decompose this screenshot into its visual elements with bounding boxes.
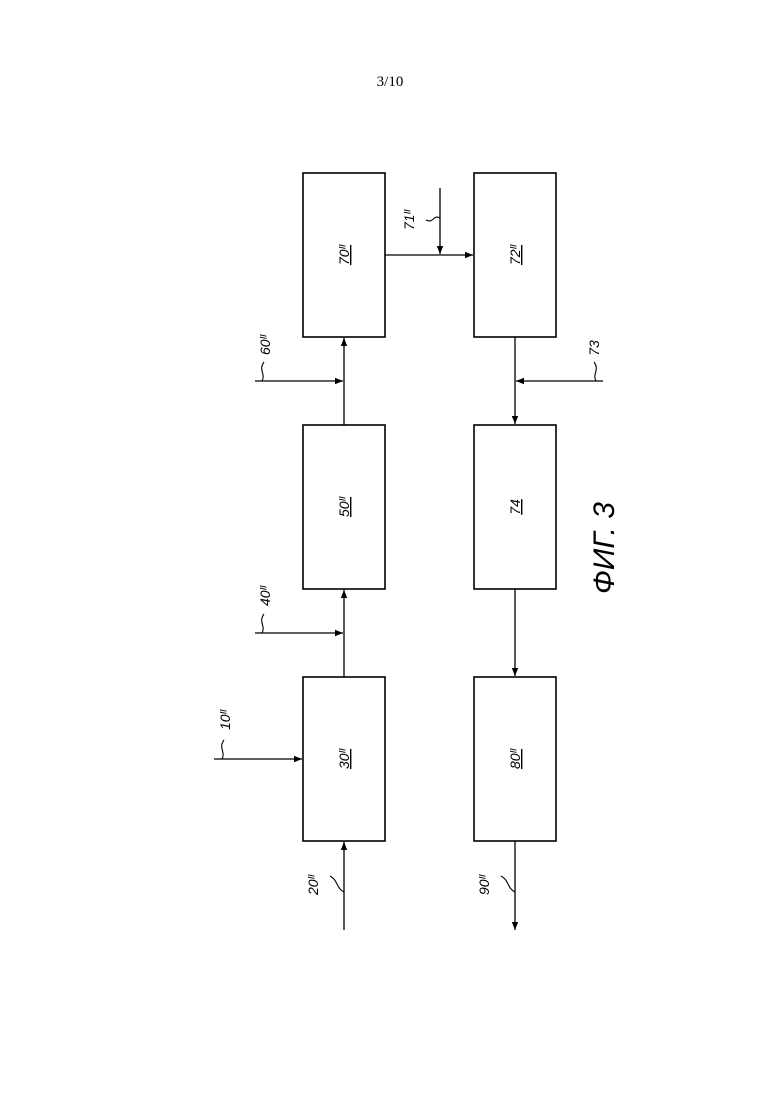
stream-90-leader [501,876,515,892]
stream-40-label: 40ᴵᴵ [257,585,273,606]
stream-10-leader [222,740,224,759]
block-80-label: 80ᴵᴵ [507,748,523,769]
stream-10-label: 10ᴵᴵ [217,709,233,730]
stream-60-label: 60ᴵᴵ [257,334,273,355]
stream-71-leader [426,217,440,221]
stream-90-label: 90ᴵᴵ [476,874,492,895]
stream-40-leader [262,614,264,633]
stream-20-label: 20ᴵᴵ [305,874,321,896]
stream-73-label: 73 [586,340,602,356]
figure-caption: ФИГ. 3 [588,502,621,594]
block-30-label: 30ᴵᴵ [336,748,352,769]
block-72-label: 72ᴵᴵ [507,244,523,265]
stream-71-label: 71ᴵᴵ [401,209,417,230]
block-74-label: 74 [507,499,523,515]
block-50-label: 50ᴵᴵ [336,496,352,517]
block-70-label: 70ᴵᴵ [336,244,352,265]
stream-60-leader [262,362,264,381]
stream-73-leader [594,362,596,381]
stream-20-leader [330,876,344,892]
